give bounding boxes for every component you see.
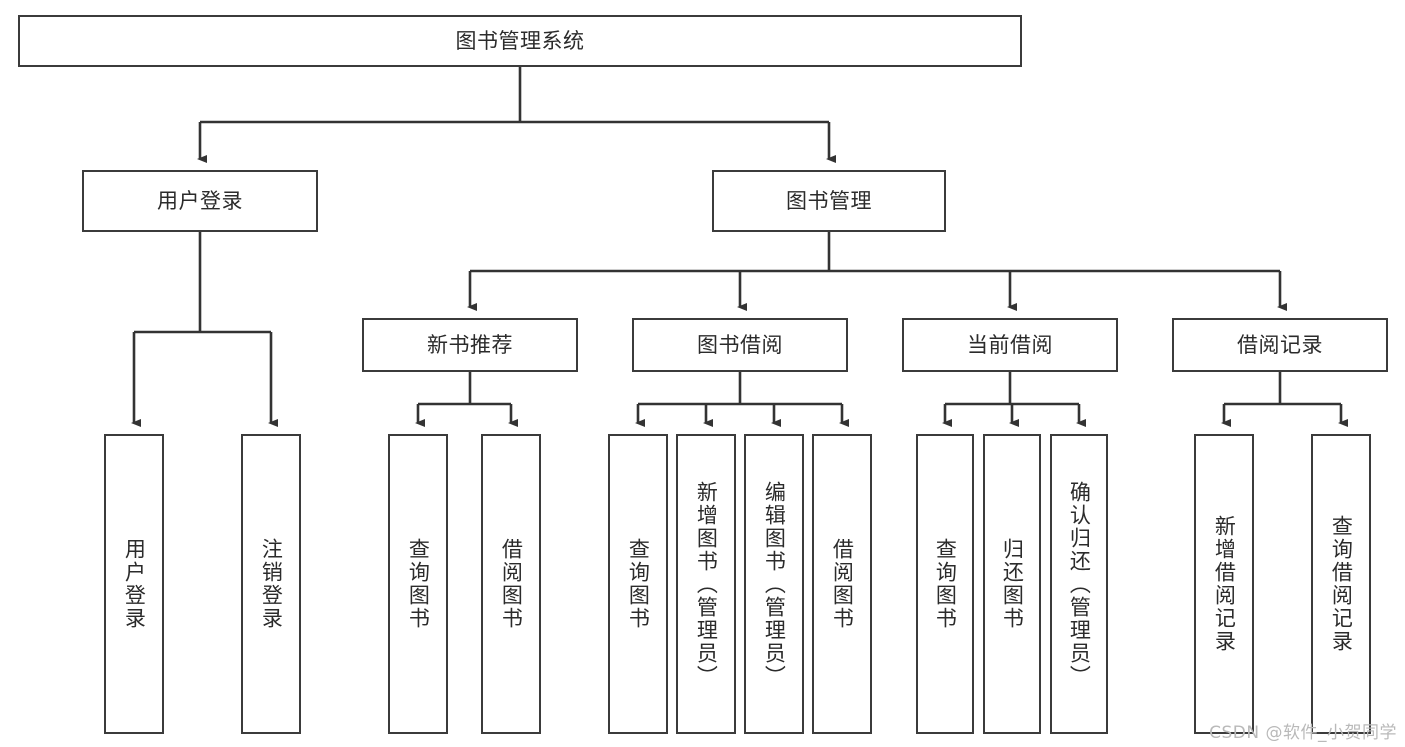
node-user-login-label: 用户登录 [157,188,243,213]
node-new-book-recommend-label: 新书推荐 [427,332,513,357]
node-user-login[interactable]: 用户登录 [82,170,318,232]
node-leaf-edit-book[interactable]: 编辑图书（管理员） [744,434,804,734]
node-leaf-query-book-1-label: 查询图书 [406,538,431,630]
node-leaf-borrow-book-1-label: 借阅图书 [499,538,524,630]
node-borrow-record-label: 借阅记录 [1237,332,1323,357]
node-leaf-confirm-return-label: 确认归还（管理员） [1067,480,1092,688]
node-leaf-borrow-book-1[interactable]: 借阅图书 [481,434,541,734]
node-leaf-query-book-3[interactable]: 查询图书 [916,434,974,734]
node-current-borrow[interactable]: 当前借阅 [902,318,1118,372]
node-leaf-return-book[interactable]: 归还图书 [983,434,1041,734]
node-leaf-return-book-label: 归还图书 [1000,538,1025,630]
node-leaf-add-record-label: 新增借阅记录 [1212,515,1237,653]
node-leaf-query-book-2-label: 查询图书 [626,538,651,630]
node-root[interactable]: 图书管理系统 [18,15,1022,67]
node-new-book-recommend[interactable]: 新书推荐 [362,318,578,372]
node-leaf-user-login[interactable]: 用户登录 [104,434,164,734]
node-book-manage[interactable]: 图书管理 [712,170,946,232]
node-leaf-user-login-label: 用户登录 [122,538,147,630]
node-leaf-borrow-book-2-label: 借阅图书 [830,538,855,630]
node-book-manage-label: 图书管理 [786,188,872,213]
node-book-borrow[interactable]: 图书借阅 [632,318,848,372]
node-leaf-query-record[interactable]: 查询借阅记录 [1311,434,1371,734]
node-leaf-add-book-label: 新增图书（管理员） [694,480,719,688]
node-leaf-add-record[interactable]: 新增借阅记录 [1194,434,1254,734]
node-root-label: 图书管理系统 [455,28,585,53]
node-leaf-edit-book-label: 编辑图书（管理员） [762,480,787,688]
node-leaf-query-book-3-label: 查询图书 [933,538,958,630]
node-leaf-query-record-label: 查询借阅记录 [1329,515,1354,653]
node-leaf-user-logout-label: 注销登录 [259,538,284,630]
node-leaf-confirm-return[interactable]: 确认归还（管理员） [1050,434,1108,734]
node-current-borrow-label: 当前借阅 [967,332,1053,357]
node-borrow-record[interactable]: 借阅记录 [1172,318,1388,372]
node-leaf-user-logout[interactable]: 注销登录 [241,434,301,734]
node-leaf-add-book[interactable]: 新增图书（管理员） [676,434,736,734]
node-leaf-query-book-2[interactable]: 查询图书 [608,434,668,734]
node-leaf-query-book-1[interactable]: 查询图书 [388,434,448,734]
connector-group [131,67,1348,427]
node-book-borrow-label: 图书借阅 [697,332,783,357]
node-leaf-borrow-book-2[interactable]: 借阅图书 [812,434,872,734]
